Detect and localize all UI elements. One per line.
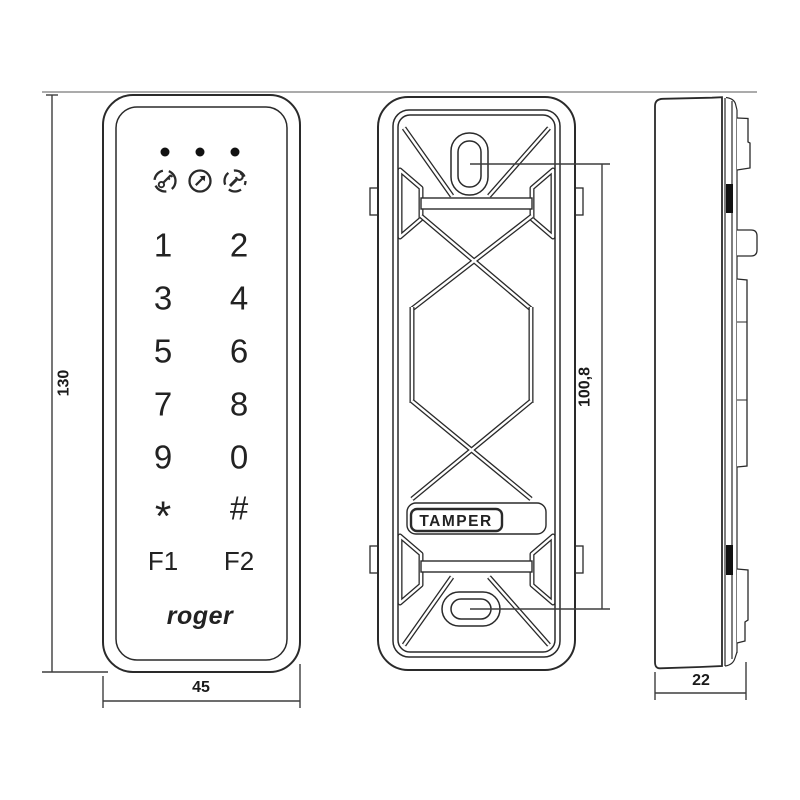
key-8: 8 [230,386,248,423]
roger-logo: roger [167,602,234,630]
dim-hole-spacing: 100,8 [577,367,594,407]
key-hash: # [230,490,249,527]
key-f2: F2 [224,546,254,576]
key-1: 1 [154,227,172,264]
key-star: * [155,493,171,540]
led-dot [195,147,205,157]
wrench-icon [223,169,247,193]
back-frame-inner [397,114,556,653]
tamper-label-box [409,507,504,533]
dim-width: 45 [192,679,210,696]
side-tab-top [736,117,751,171]
side-backplate-top [725,96,738,111]
key-icon [153,169,177,193]
side-body [654,96,723,670]
side-clip [737,229,758,257]
led-dot [160,147,170,157]
side-tab-bottom [736,568,749,644]
front-panel-face [115,106,288,661]
key-3: 3 [154,280,172,317]
back-view: TAMPER [369,96,584,671]
enter-arrow-icon [188,169,212,193]
key-9: 9 [154,439,172,476]
key-6: 6 [230,333,248,370]
key-2: 2 [230,227,248,264]
tamper-contact-upper [726,184,733,213]
key-7: 7 [154,386,172,423]
key-0: 0 [230,439,248,476]
key-4: 4 [230,280,248,317]
back-frame-outer [392,109,561,658]
dim-depth: 22 [692,672,710,689]
side-view [654,96,758,670]
dim-height: 130 [56,370,73,397]
rib-pattern [397,126,556,647]
tamper-contact-lower [726,545,733,575]
dimensions: 130 45 100,8 22 [42,94,747,708]
keypad: 1 2 3 4 5 6 7 8 9 0 * # F1 F2 [148,227,254,577]
front-view: 1 2 3 4 5 6 7 8 9 0 * # F1 F2 roger [102,94,301,673]
side-backplate-bottom [724,651,738,667]
key-f1: F1 [148,546,178,576]
side-tab-long [736,278,748,468]
tamper-label: TAMPER [419,513,492,530]
led-indicators [160,147,240,157]
key-5: 5 [154,333,172,370]
led-dot [230,147,240,157]
